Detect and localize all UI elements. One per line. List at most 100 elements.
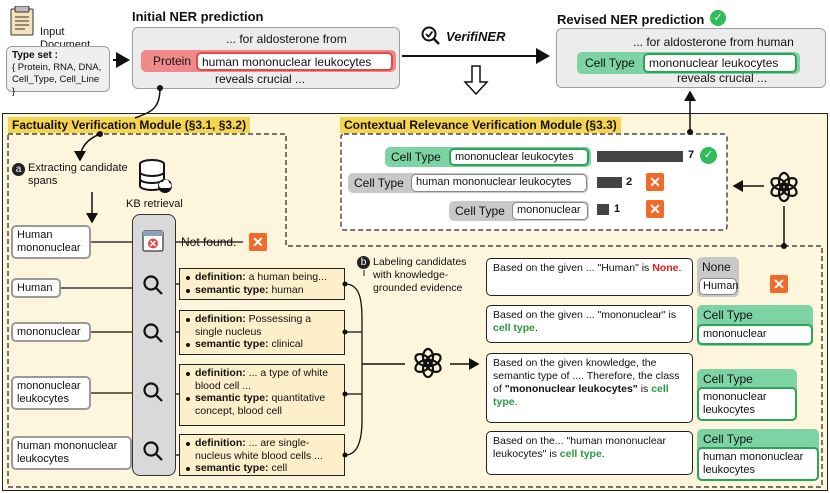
tag-celltype-1-span: mononuclear [697, 324, 813, 345]
kb-retrieval-label: KB retrieval [126, 198, 183, 210]
initial-title: Initial NER prediction [132, 9, 264, 24]
cvm-bar-3 [597, 204, 609, 215]
def-key: definition: [195, 271, 246, 283]
cvm-row3-span: mononuclear [512, 202, 588, 220]
def-value: Possessing a single nucleus [195, 313, 312, 338]
label-box-mononuclear-leukocytes: Based on the given knowledge, the semant… [486, 353, 693, 423]
sem-value: quantitative concept, blood cell [195, 392, 326, 417]
not-found-x-icon: ✕ [249, 233, 267, 251]
tag-celltype-3-span: human mononuclear leukocytes [697, 447, 819, 481]
search-icon [143, 275, 163, 461]
label-post: is [637, 383, 652, 395]
def-value: ... a type of white blood cell ... [195, 367, 329, 392]
definition-box-mononuclear-leukocytes: definition: ... a type of white blood ce… [179, 364, 345, 426]
candidate-human: Human [11, 278, 61, 298]
label-end: . [514, 396, 518, 408]
def-key: definition: [195, 367, 246, 379]
label-box-mononuclear: Based on the given ... "mononuclear" is … [486, 305, 693, 343]
cvm-count-1: 7 [688, 149, 695, 161]
step-a-label: Extracting candidate spans [28, 162, 128, 187]
database-icon [136, 157, 174, 195]
cvm-bar-1 [597, 151, 683, 162]
label-verdict: cell type [559, 448, 602, 460]
cvm-title: Contextual Relevance Verification Module… [340, 117, 621, 133]
def-value: a human being... [245, 271, 327, 283]
cvm-count-2: 2 [626, 176, 633, 188]
definition-box-human-mononuclear-leukocytes: definition: ... are single-nucleus white… [179, 434, 345, 476]
label-bold: "mononuclear leukocytes" [504, 383, 638, 395]
revised-title: Revised NER prediction [557, 12, 705, 27]
candidate-mononuclear-leukocytes: mononuclear leukocytes [11, 376, 91, 410]
sem-value: human [268, 283, 304, 296]
llm-icon-fvm [411, 346, 445, 380]
sem-key: semantic type: [195, 283, 269, 296]
type-set-values: { Protein, RNA, DNA, Cell_Type, Cell_Lin… [12, 62, 102, 97]
initial-line1: ... for aldosterone from [226, 32, 347, 46]
def-value: ... are single-nucleus white blood cells… [195, 437, 323, 462]
label-verdict: None [652, 262, 679, 274]
sem-key: semantic type: [195, 392, 269, 404]
initial-span: human mononuclear leukocytes [196, 52, 393, 71]
llm-icon-cvm [767, 170, 801, 204]
cvm-count-3: 1 [614, 203, 621, 215]
candidate-mononuclear: mononuclear [11, 322, 91, 342]
revised-type: Cell Type [585, 56, 635, 70]
cvm-x-icon-2: ✕ [646, 200, 664, 218]
label-verdict: cell type [493, 383, 669, 408]
tag-text: Cell Type [703, 432, 753, 446]
label-end: . [678, 262, 682, 274]
verify-icon [421, 26, 441, 46]
label-text: Based on the... "human mononuclear leuko… [493, 435, 667, 460]
initial-line3: reveals crucial ... [215, 72, 306, 86]
candidate-human-mononuclear: Human mononuclear [11, 225, 91, 259]
initial-type: Protein [153, 54, 192, 68]
sem-key: semantic type: [195, 338, 269, 350]
label-end: . [535, 322, 538, 334]
type-set-title: Type set : [12, 50, 58, 61]
sem-value: cell [268, 462, 288, 474]
label-end: . [601, 448, 605, 460]
label-x-icon: ✕ [770, 275, 788, 293]
fvm-title: Factuality Verification Module (§3.1, §3… [8, 117, 251, 133]
revised-check-icon: ✓ [710, 10, 726, 26]
def-key: definition: [195, 437, 246, 449]
not-found-window-icon [142, 230, 164, 252]
label-text: Based on the given ... "mononuclear" is [493, 309, 677, 321]
cvm-check-icon: ✓ [700, 147, 717, 164]
revised-line1: ... for aldosterone from human [633, 35, 794, 49]
verifiner-label: VerifiNER [446, 29, 506, 44]
sem-key: semantic type: [195, 462, 269, 474]
cvm-x-icon-1: ✕ [646, 173, 664, 191]
cvm-row3-type: Cell Type [455, 204, 505, 218]
label-box-human-mononuclear-leukocytes: Based on the... "human mononuclear leuko… [486, 431, 693, 475]
cvm-row1-span: mononuclear leukocytes [449, 148, 589, 166]
kb-column [132, 214, 176, 476]
definition-box-human: definition: a human being... semantic ty… [179, 268, 345, 300]
tag-text: Cell Type [703, 308, 753, 322]
cvm-row1-type: Cell Type [391, 150, 441, 164]
cvm-row2-type: Cell Type [354, 176, 404, 190]
label-verdict: cell type [493, 322, 536, 334]
tag-none-span: Human [699, 278, 738, 295]
label-text: Based on the given knowledge, the semant… [493, 357, 680, 395]
revised-line3: reveals crucial ... [677, 71, 768, 85]
candidate-human-mononuclear-leukocytes: human mononuclear leukocytes [11, 436, 132, 470]
type-set-box: Type set : { Protein, RNA, DNA, Cell_Typ… [6, 46, 110, 97]
tag-text: None [702, 260, 731, 274]
cvm-row2-span: human mononuclear leukocytes [411, 174, 587, 192]
label-text: Based on the given ... "Human" is [493, 262, 653, 274]
step-b-label: Labeling candidates with knowledge-groun… [373, 256, 467, 294]
tag-text: Cell Type [703, 372, 753, 386]
revised-span: mononuclear leukocytes [643, 53, 797, 73]
sem-value: clinical [268, 338, 303, 350]
definition-box-mononuclear: definition: Possessing a single nucleus … [179, 310, 345, 355]
step-b-badge: b [357, 256, 370, 269]
def-key: definition: [195, 313, 246, 325]
document-icon [10, 5, 36, 36]
cvm-bar-2 [597, 177, 622, 188]
label-box-human: Based on the given ... "Human" is None. [486, 258, 693, 296]
step-a-badge: a [12, 163, 25, 176]
tag-celltype-2-span: mononuclear leukocytes [697, 387, 797, 421]
